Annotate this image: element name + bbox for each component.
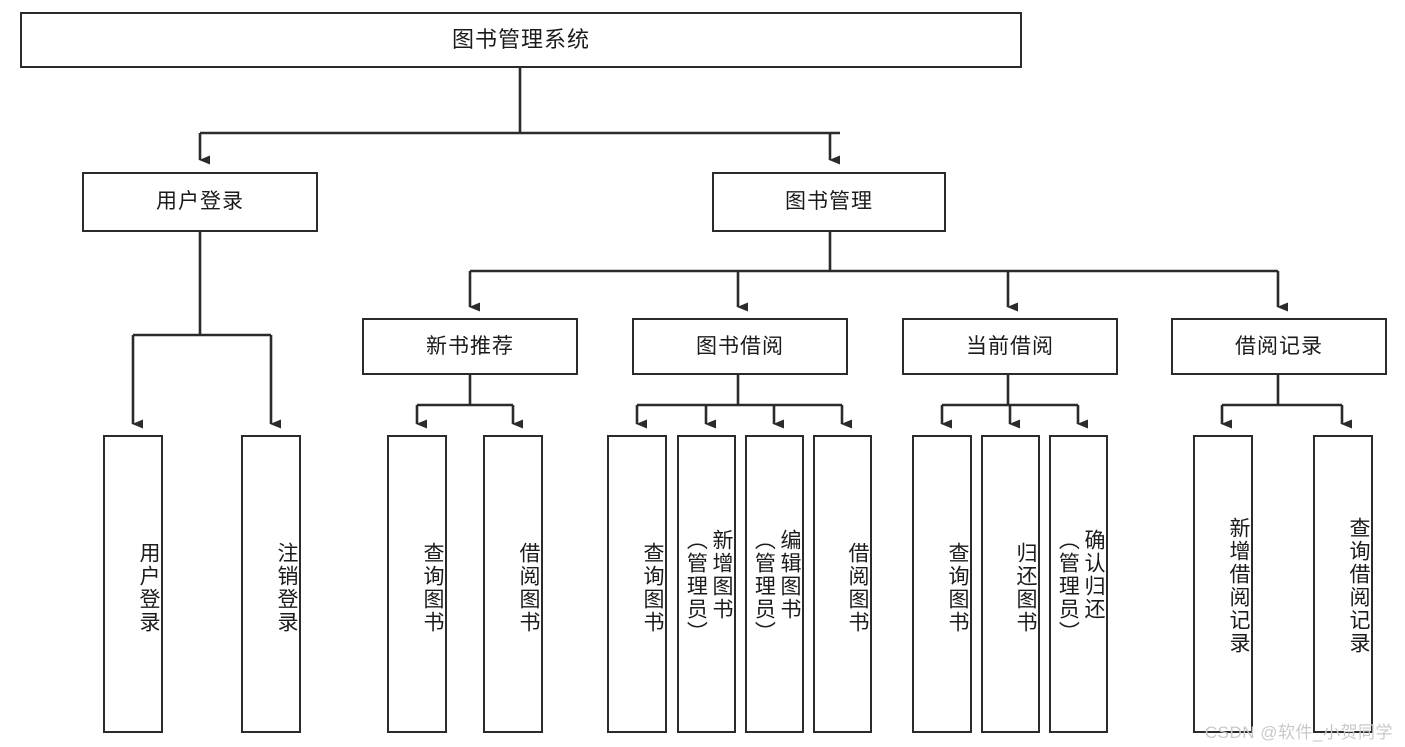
leaf-new-book-query-book[interactable]: 查询图书 <box>387 435 447 733</box>
node-book-management[interactable]: 图书管理 <box>712 172 946 232</box>
node-label: 新增借阅记录 <box>1227 517 1250 655</box>
node-label: 图书管理 <box>785 190 873 214</box>
node-label: 归还图书 <box>1014 542 1037 634</box>
leaf-book-borrow-edit-book-admin[interactable]: 编辑图书 （管理员） <box>745 435 804 733</box>
node-root-book-management-system[interactable]: 图书管理系统 <box>20 12 1022 68</box>
node-label: 用户登录 <box>156 190 244 214</box>
leaf-borrow-record-query-record[interactable]: 查询借阅记录 <box>1313 435 1373 733</box>
leaf-user-login-logout[interactable]: 注销登录 <box>241 435 301 733</box>
leaf-new-book-borrow-book[interactable]: 借阅图书 <box>483 435 543 733</box>
node-new-book-recommend[interactable]: 新书推荐 <box>362 318 578 375</box>
leaf-current-borrow-return-book[interactable]: 归还图书 <box>981 435 1040 733</box>
node-label: 查询图书 <box>421 542 444 634</box>
node-label: 当前借阅 <box>966 334 1054 358</box>
node-label: 查询图书 <box>641 542 664 634</box>
node-label: 新书推荐 <box>426 334 514 358</box>
node-label: 图书管理系统 <box>451 26 590 52</box>
leaf-book-borrow-query-book[interactable]: 查询图书 <box>607 435 667 733</box>
node-label: 借阅图书 <box>846 542 869 634</box>
leaf-current-borrow-confirm-return-admin[interactable]: 确认归还 （管理员） <box>1049 435 1108 733</box>
node-label: 用户登录 <box>137 542 160 634</box>
leaf-book-borrow-borrow-book[interactable]: 借阅图书 <box>813 435 872 733</box>
leaf-borrow-record-add-record[interactable]: 新增借阅记录 <box>1193 435 1253 733</box>
node-label: 借阅记录 <box>1235 334 1323 358</box>
node-label: 编辑图书 （管理员） <box>752 528 801 644</box>
node-label: 查询借阅记录 <box>1347 517 1370 655</box>
node-user-login[interactable]: 用户登录 <box>82 172 318 232</box>
node-label: 图书借阅 <box>696 334 784 358</box>
node-label: 注销登录 <box>275 542 298 634</box>
node-label: 查询图书 <box>946 542 969 634</box>
leaf-book-borrow-add-book-admin[interactable]: 新增图书 （管理员） <box>677 435 736 733</box>
node-label: 借阅图书 <box>517 542 540 634</box>
watermark: CSDN @软件_小贺同学 <box>1204 723 1393 742</box>
node-label: 新增图书 （管理员） <box>684 528 733 644</box>
node-borrow-record[interactable]: 借阅记录 <box>1171 318 1387 375</box>
node-book-borrow[interactable]: 图书借阅 <box>632 318 848 375</box>
leaf-user-login-login[interactable]: 用户登录 <box>103 435 163 733</box>
node-current-borrow[interactable]: 当前借阅 <box>902 318 1118 375</box>
leaf-current-borrow-query-book[interactable]: 查询图书 <box>912 435 972 733</box>
node-label: 确认归还 （管理员） <box>1056 528 1105 644</box>
